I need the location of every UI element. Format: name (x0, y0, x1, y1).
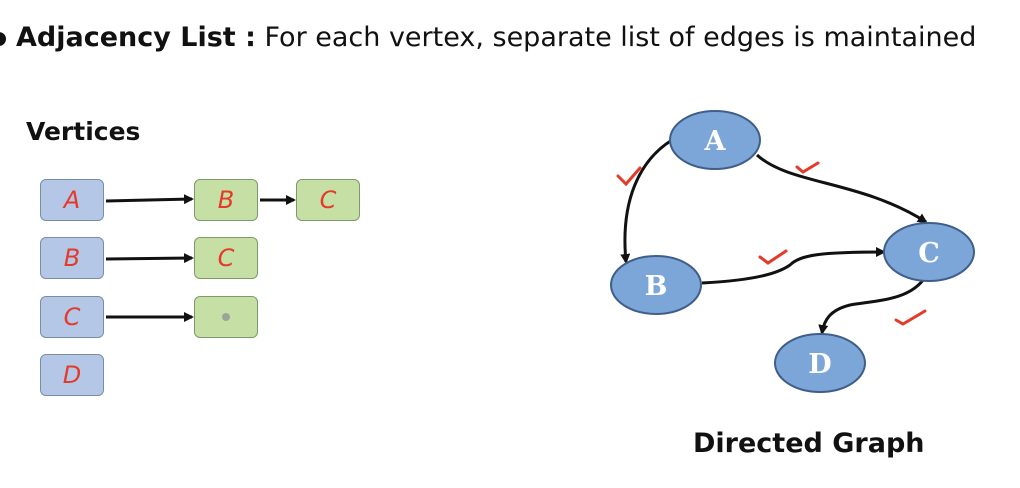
graph-edge-a-c (755, 153, 928, 224)
edge-cell-c-empty (194, 296, 258, 338)
list-arrow-a-b (105, 194, 194, 205)
list-arrow-b (105, 253, 194, 264)
graph-node-d: D (774, 333, 866, 393)
graph-node-b: B (610, 255, 702, 315)
vertex-cell-a: A (40, 179, 104, 221)
graph-title: Directed Graph (693, 428, 925, 459)
node-label-b: B (645, 271, 668, 302)
vertex-cell-c: C (40, 296, 104, 338)
graph-node-a: A (669, 110, 761, 170)
title-text: For each vertex, separate list of edges … (264, 22, 977, 53)
check-icon (758, 249, 788, 265)
node-label-a: A (704, 126, 727, 157)
vertex-cell-b: B (40, 237, 104, 279)
graph-edge-b-c (701, 247, 886, 285)
check-icon (616, 166, 642, 187)
vertices-title: Vertices (26, 117, 141, 146)
node-label-d: D (808, 349, 831, 380)
edge-cell-b-c: C (194, 237, 258, 279)
edge-cell-a-c: C (296, 179, 360, 221)
node-label-c: C (918, 238, 940, 269)
title-label: Adjacency List : (16, 22, 256, 53)
null-dot-icon (222, 313, 230, 321)
edge-cell-a-b: B (194, 179, 258, 221)
page-title: Adjacency List : For each vertex, separa… (0, 22, 976, 53)
vertex-cell-d: D (40, 354, 104, 396)
graph-edge-c-d (818, 271, 930, 335)
bullet-icon (0, 31, 6, 46)
graph-node-c: C (883, 222, 975, 282)
graph-edge-a-b (620, 138, 673, 264)
check-icon (894, 309, 927, 326)
check-icon (795, 161, 820, 174)
